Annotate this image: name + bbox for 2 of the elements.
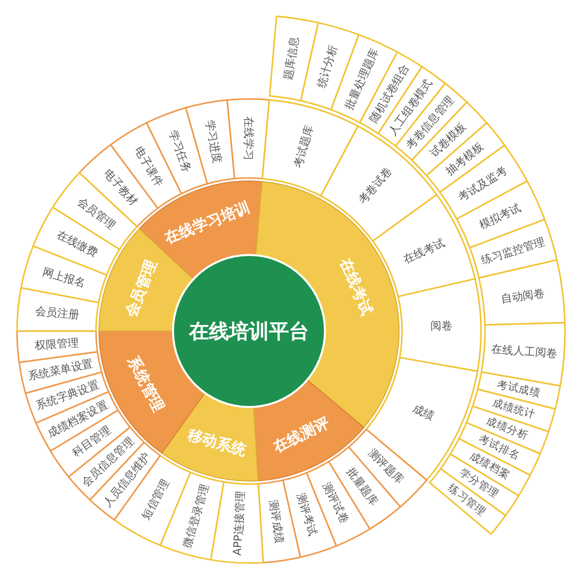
ring-cell: 阅卷 [397,278,482,372]
center-circle: 在线培训平台 [172,254,326,408]
